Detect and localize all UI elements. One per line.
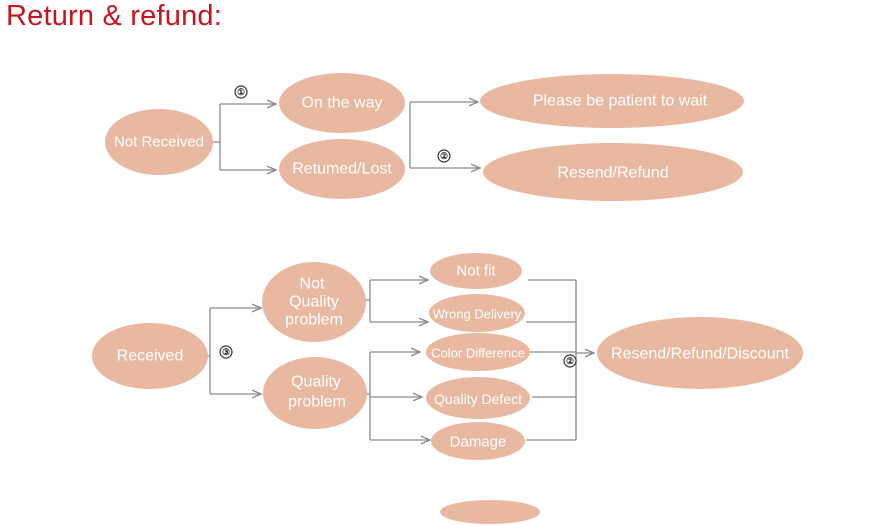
label-damage: Damage bbox=[450, 434, 507, 451]
node-resend-refund-discount bbox=[597, 317, 803, 389]
badge-3 bbox=[219, 345, 233, 359]
label-returned-lost: Retumed/Lost bbox=[292, 161, 392, 178]
badge-1 bbox=[234, 85, 248, 99]
node-resend-refund bbox=[483, 143, 743, 201]
node-damage bbox=[431, 422, 525, 460]
label-received: Received bbox=[117, 348, 184, 365]
badge-2-top-label: ② bbox=[440, 151, 448, 161]
label-not-quality-line2: Quality bbox=[289, 294, 339, 311]
node-returned-lost bbox=[279, 139, 405, 199]
label-not-quality-line1: Not bbox=[300, 276, 325, 293]
node-partial-bottom bbox=[440, 500, 540, 524]
label-color-difference: Color Difference bbox=[431, 346, 525, 361]
badge-3-label: ③ bbox=[222, 347, 230, 357]
label-wrong-delivery: Wrong Delivery bbox=[433, 307, 522, 322]
label-not-received: Not Received bbox=[114, 134, 204, 151]
label-resend-refund-discount: Resend/Refund/Discount bbox=[611, 346, 789, 363]
node-quality-problem bbox=[263, 357, 367, 429]
node-patient bbox=[480, 74, 744, 128]
label-patient: Please be patient to wait bbox=[533, 93, 708, 110]
label-quality-line1: Quality bbox=[291, 374, 341, 391]
label-on-the-way: On the way bbox=[302, 95, 383, 112]
badge-2-bottom bbox=[563, 354, 577, 368]
nodes bbox=[92, 73, 803, 524]
node-color-difference bbox=[426, 333, 530, 371]
label-quality-line2: problem bbox=[288, 394, 346, 411]
node-not-fit bbox=[430, 253, 522, 289]
node-quality-defect bbox=[426, 377, 530, 419]
label-not-fit: Not fit bbox=[456, 263, 496, 280]
node-not-received bbox=[105, 109, 213, 175]
node-wrong-delivery bbox=[429, 294, 525, 332]
badge-2-top bbox=[437, 149, 451, 163]
label-quality-defect: Quality Defect bbox=[434, 391, 522, 407]
badge-2-bottom-label: ② bbox=[566, 356, 574, 366]
node-received bbox=[92, 323, 208, 389]
node-not-quality-problem bbox=[262, 262, 366, 342]
badge-1-label: ① bbox=[237, 87, 245, 97]
page-title: Return & refund: bbox=[6, 0, 222, 32]
node-labels: Not Received On the way Retumed/Lost Ple… bbox=[114, 93, 790, 451]
node-on-the-way bbox=[279, 73, 405, 133]
connector-lines bbox=[188, 102, 594, 440]
label-resend-refund: Resend/Refund bbox=[557, 165, 668, 182]
label-not-quality-line3: problem bbox=[285, 312, 343, 329]
badges: ① ② ③ ② bbox=[219, 85, 577, 368]
